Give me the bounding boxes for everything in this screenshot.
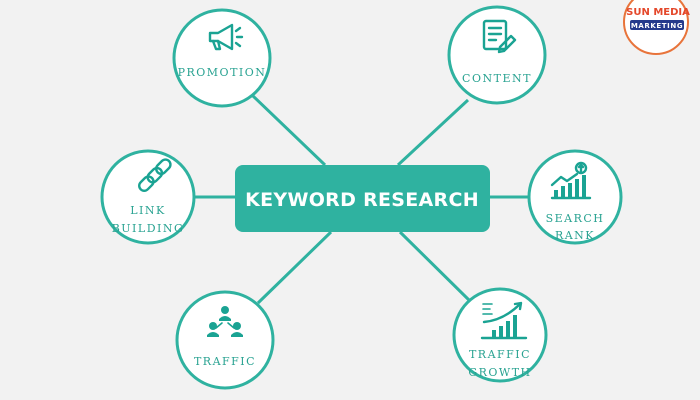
logo-line1: SUN MEDIA — [626, 7, 690, 18]
connectors — [195, 93, 528, 305]
connector-traffic-growth — [398, 230, 474, 305]
megaphone-icon — [208, 23, 244, 51]
node-circle — [172, 8, 272, 108]
node-circle — [447, 5, 547, 105]
center-box — [235, 165, 490, 232]
node-circle — [175, 290, 275, 390]
connector-content — [396, 98, 470, 167]
node-label: TRAFFIC — [469, 348, 531, 361]
node-label: CONTENT — [462, 72, 532, 85]
people-network-icon — [207, 306, 243, 337]
rank-chart-icon — [550, 161, 592, 200]
node-traffic: TRAFFIC — [175, 290, 275, 390]
document-edit-icon — [482, 19, 517, 54]
node-promotion: PROMOTION — [172, 8, 272, 108]
node-label: LINK — [130, 204, 166, 217]
node-label: TRAFFIC — [194, 355, 256, 368]
node-content: CONTENT — [447, 5, 547, 105]
center-label: KEYWORD RESEARCH — [245, 189, 479, 211]
node-traffic-growth: TRAFFIC GROWTH — [452, 287, 548, 383]
chain-link-icon — [138, 158, 172, 192]
center-node: KEYWORD RESEARCH — [235, 165, 490, 232]
node-label: RANK — [555, 229, 595, 242]
logo-bar — [630, 20, 684, 30]
node-link-building: LINK BUILDING — [100, 149, 196, 245]
connector-promotion — [250, 93, 327, 167]
logo-line2: MARKETING — [631, 22, 683, 30]
node-label: SEARCH — [546, 212, 605, 225]
node-label: BUILDING — [112, 222, 185, 235]
sun-media-logo: SUN MEDIA MARKETING — [623, 0, 690, 55]
node-label: GROWTH — [468, 366, 531, 379]
growth-chart-icon — [480, 301, 528, 340]
connector-traffic — [256, 230, 333, 305]
node-circle — [100, 149, 196, 245]
node-label: PROMOTION — [178, 66, 267, 79]
node-search-rank: SEARCH RANK — [527, 149, 623, 245]
